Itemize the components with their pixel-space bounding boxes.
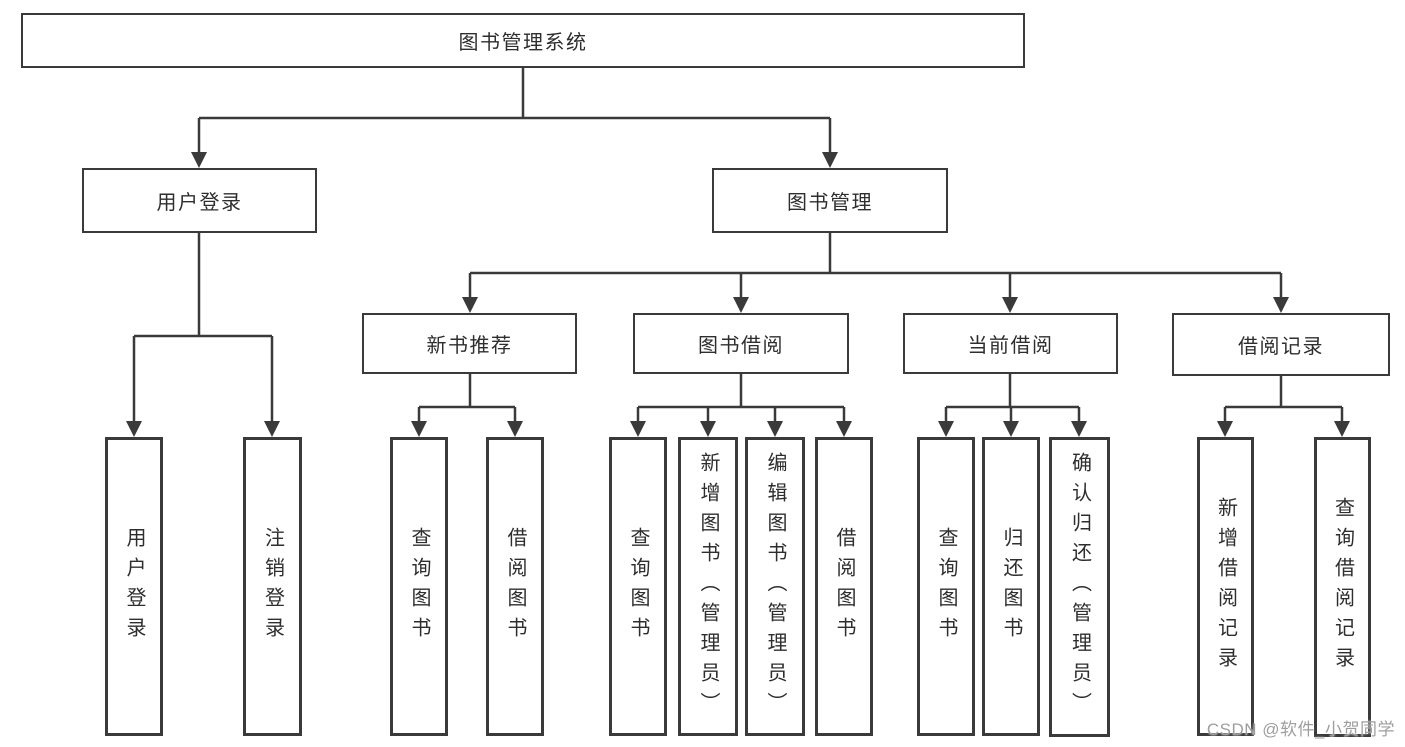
leaf-add-books-admin: 新增图书（管理员） (678, 437, 738, 736)
leaf-borrow-books: 借阅图书 (486, 437, 544, 736)
leaf-label: 查询图书 (935, 526, 957, 647)
node-label: 图书管理系统 (458, 32, 588, 54)
leaf-label: 借阅图书 (833, 526, 855, 647)
node-label: 图书借阅 (698, 335, 784, 357)
csdn-watermark: CSDN @软件_小贺同学 (1206, 720, 1395, 739)
leaf-confirm-return-admin: 确认归还（管理员） (1049, 437, 1110, 737)
leaf-return-books: 归还图书 (982, 437, 1040, 736)
leaf-label: 注销登录 (261, 526, 284, 647)
arrowheads (126, 152, 1350, 437)
node-borrowing-records: 借阅记录 (1172, 313, 1390, 376)
node-label: 当前借阅 (967, 335, 1054, 357)
node-current-borrowing: 当前借阅 (903, 313, 1118, 374)
node-label: 用户登录 (156, 192, 243, 214)
leaf-label: 用户登录 (123, 526, 145, 647)
leaf-borrow-books: 借阅图书 (815, 437, 873, 736)
node-user-login: 用户登录 (82, 168, 317, 233)
leaf-label: 归还图书 (1000, 526, 1022, 647)
leaf-add-borrow-record: 新增借阅记录 (1197, 437, 1254, 736)
leaf-edit-books-admin: 编辑图书（管理员） (745, 437, 805, 736)
node-new-book-recommendation: 新书推荐 (362, 313, 577, 374)
leaf-label: 编辑图书（管理员） (764, 451, 786, 722)
leaf-label: 新增借阅记录 (1214, 496, 1237, 677)
leaf-query-books: 查询图书 (390, 437, 448, 736)
node-book-borrowing: 图书借阅 (633, 313, 849, 374)
node-label: 借阅记录 (1238, 336, 1324, 358)
node-label: 图书管理 (787, 192, 873, 214)
leaf-query-books: 查询图书 (917, 437, 975, 736)
leaf-label: 查询图书 (627, 526, 649, 647)
leaf-label: 新增图书（管理员） (697, 451, 719, 722)
leaf-query-borrow-record: 查询借阅记录 (1314, 437, 1371, 737)
node-library-management-system: 图书管理系统 (21, 13, 1025, 68)
leaf-label: 查询图书 (408, 526, 430, 647)
leaf-label: 查询借阅记录 (1331, 497, 1354, 677)
leaf-label: 确认归还（管理员） (1068, 452, 1091, 722)
node-book-management: 图书管理 (712, 168, 948, 233)
leaf-user-login: 用户登录 (105, 437, 163, 736)
leaf-query-books: 查询图书 (609, 437, 667, 736)
node-label: 新书推荐 (426, 335, 513, 357)
leaf-label: 借阅图书 (504, 526, 526, 647)
leaf-logout: 注销登录 (243, 437, 302, 736)
